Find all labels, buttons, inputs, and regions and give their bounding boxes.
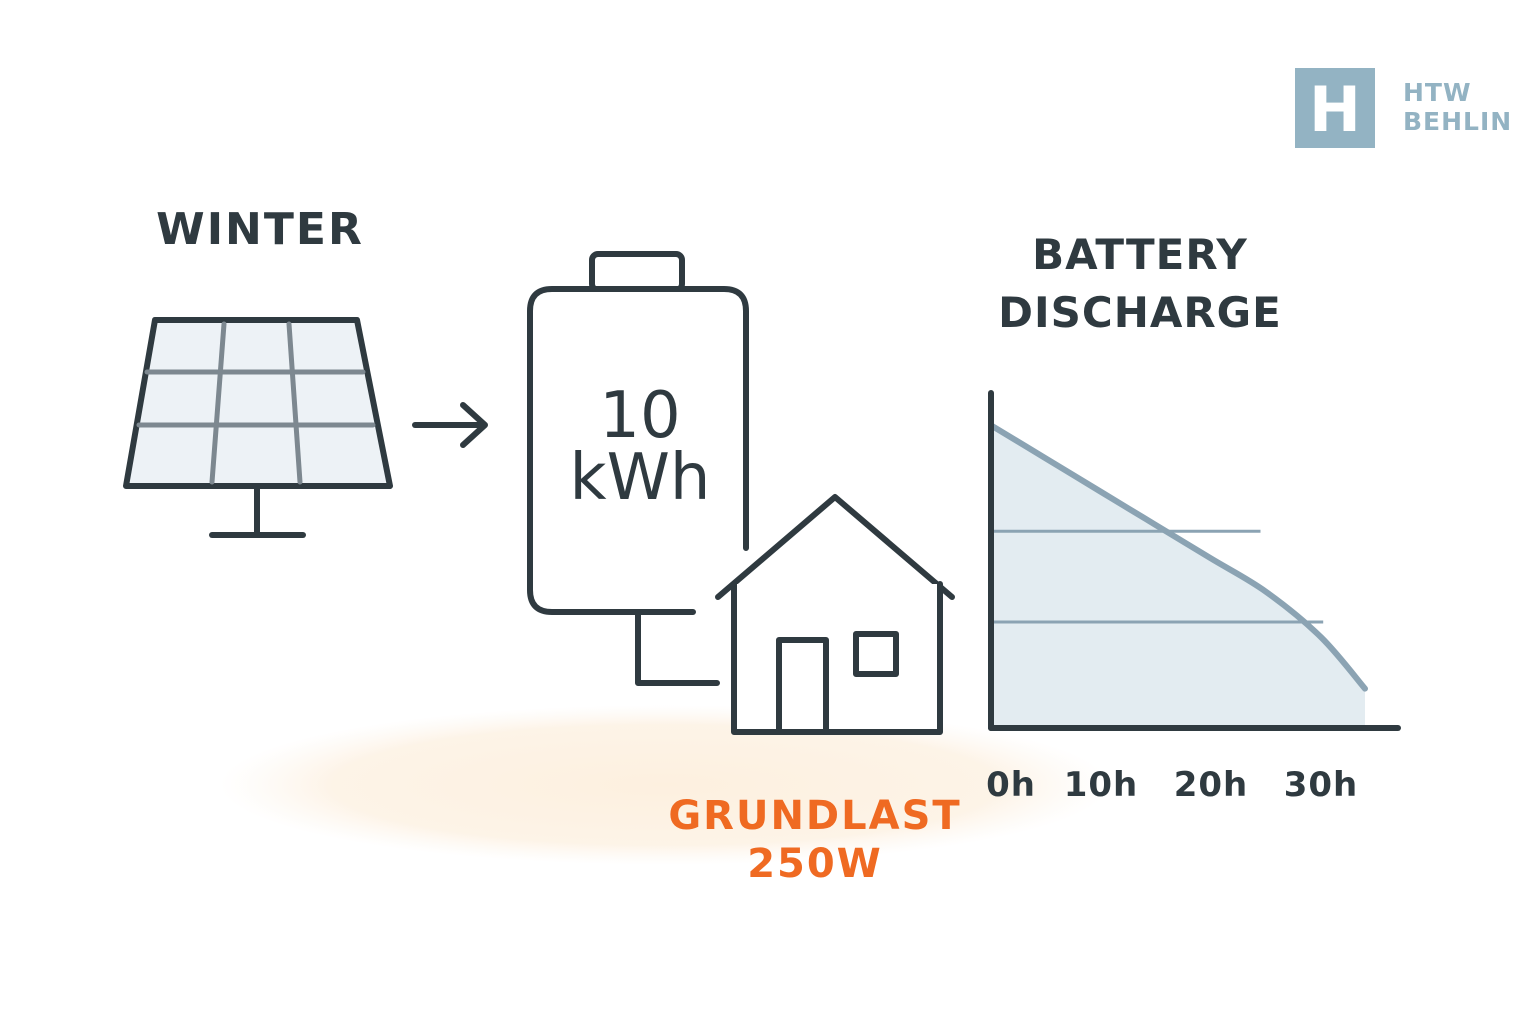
x-tick-label: 10h — [1063, 765, 1139, 805]
chart-title-line2: DISCHARGE — [998, 288, 1282, 337]
data-point — [1264, 590, 1268, 594]
battery-capacity-value: 10 — [599, 379, 681, 453]
discharge-curve — [988, 422, 1368, 692]
chart-title: BATTERY DISCHARGE — [960, 226, 1320, 342]
data-point — [1319, 635, 1323, 639]
base-load-label: GRUNDLAST 250W — [620, 792, 1010, 888]
data-point — [1099, 490, 1103, 494]
data-point — [1154, 523, 1158, 527]
data-point — [1044, 457, 1048, 461]
data-point — [1209, 556, 1213, 560]
x-tick-label: 30h — [1283, 765, 1359, 805]
base-load-title: GRUNDLAST — [668, 793, 962, 839]
house-icon — [715, 494, 955, 735]
season-label: WINTER — [156, 204, 364, 255]
load-glow — [220, 705, 1110, 865]
battery-capacity-unit: kWh — [569, 441, 711, 515]
logo-mark: H — [1295, 68, 1375, 148]
logo-line2: BEHLIN — [1403, 107, 1513, 136]
x-tick-label: 20h — [1173, 765, 1249, 805]
arrow-right-icon — [412, 402, 488, 448]
discharge-chart — [988, 390, 1401, 731]
data-point — [1363, 687, 1367, 691]
battery-capacity-label: 10 kWh — [540, 379, 740, 515]
logo-letter: H — [1309, 73, 1361, 146]
discharge-area — [991, 425, 1365, 728]
x-tick-label: 0h — [986, 765, 1036, 805]
logo-text: HTW BEHLIN — [1403, 78, 1512, 136]
chart-title-line1: BATTERY — [1032, 230, 1248, 279]
logo-line1: HTW — [1403, 78, 1472, 107]
base-load-value: 250W — [747, 841, 883, 887]
solar-panel-icon — [123, 317, 393, 538]
battery-icon — [527, 251, 749, 686]
